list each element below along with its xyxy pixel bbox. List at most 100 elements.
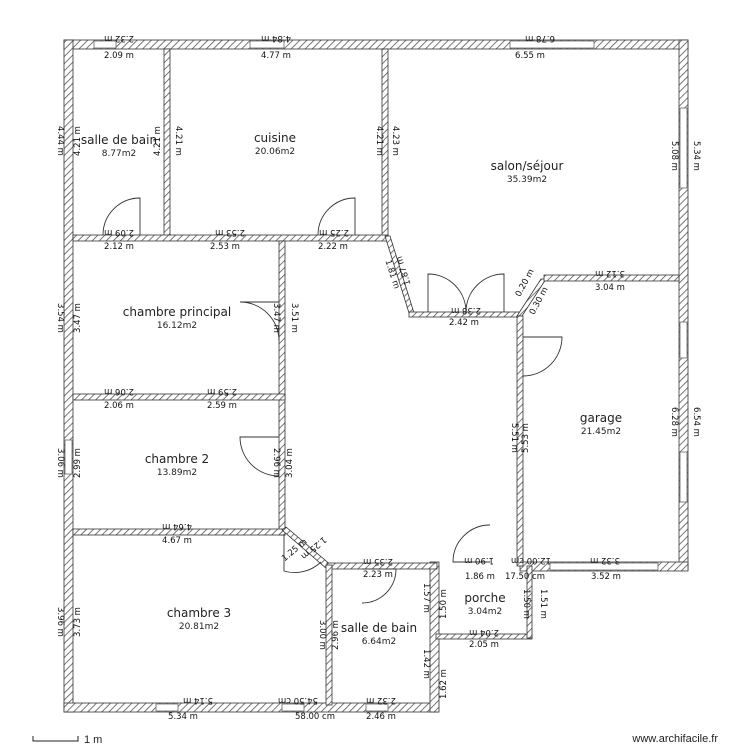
- window: [509, 40, 595, 49]
- dimension-label: 2.35 m: [363, 556, 393, 566]
- dimension-label: 2.38 m: [451, 305, 481, 315]
- dimension-label: 2.96 m: [331, 620, 341, 650]
- room-area: 20.06m2: [255, 147, 295, 157]
- dimension-label: 2.06 m: [104, 401, 134, 411]
- door-entrance: [452, 524, 491, 563]
- dimension-label: 6.28 m: [669, 407, 679, 437]
- dimension-label: 2.53 m: [215, 227, 245, 237]
- scale-label: 1 m: [84, 734, 102, 746]
- dimension-label: 3.54 m: [55, 303, 65, 333]
- window: [249, 40, 285, 49]
- wall-garage-top: [543, 274, 680, 282]
- dimension-label: 2.12 m: [104, 242, 134, 252]
- room-name: salle de bain: [341, 621, 417, 635]
- dimension-label: 2.25 m: [319, 227, 349, 237]
- room-area: 13.89m2: [157, 468, 197, 478]
- wall-top: [63, 39, 689, 50]
- room-area: 6.64m2: [362, 637, 397, 647]
- dimension-label: 2.09 m: [104, 227, 134, 237]
- door-kitchen: [317, 197, 356, 236]
- room-name: salle de bain: [81, 133, 157, 147]
- dimension-label: 4.44 m: [55, 126, 65, 156]
- window: [155, 703, 179, 712]
- doors: [102, 197, 563, 604]
- dimension-label: 5.34 m: [691, 141, 701, 171]
- window: [93, 40, 117, 49]
- room-labels: salle de bain 8.77m2 cuisine 20.06m2 sal…: [81, 131, 622, 647]
- dimension-label: 2.05 m: [469, 640, 499, 650]
- dimension-label: 4.64 m: [162, 521, 192, 531]
- dimension-label: 1.62 m: [439, 669, 449, 699]
- dimension-label: 1.42 m: [421, 649, 431, 679]
- room-area: 8.77m2: [102, 149, 137, 159]
- dimension-label: 2.06 m: [104, 386, 134, 396]
- dimension-label: 17.50 cm: [505, 572, 545, 582]
- dimension-label: 4.77 m: [261, 51, 291, 61]
- dimension-label: 4.21 m: [173, 126, 183, 156]
- window: [549, 562, 659, 571]
- wall-bath1-kitchen: [163, 48, 171, 240]
- dimension-labels: 2.32 m 4.84 m 6.78 m 2.09 m 4.77 m 6.55 …: [55, 33, 701, 722]
- window: [64, 439, 73, 475]
- dimension-label: 4.21 m: [153, 126, 163, 156]
- wall-bath2-left: [325, 564, 333, 706]
- dimension-label: 12.00 cm: [511, 555, 551, 565]
- room-name: chambre 2: [145, 452, 209, 466]
- dimension-label: 4.23 m: [390, 126, 400, 156]
- dimension-label: 2.22 m: [318, 242, 348, 252]
- room-name: chambre principal: [123, 305, 231, 319]
- dimension-label: 2.32 m: [366, 695, 396, 705]
- window: [281, 703, 305, 712]
- dimension-label: 3.73 m: [73, 607, 83, 637]
- room-area: 21.45m2: [581, 427, 621, 437]
- dimension-label: 3.47 m: [73, 303, 83, 333]
- dimension-label: 2.23 m: [363, 570, 393, 580]
- dimension-label: 3.96 m: [55, 607, 65, 637]
- dimension-label: 2.09 m: [104, 51, 134, 61]
- dimension-label: 2.59 m: [207, 401, 237, 411]
- dimension-label: 2.46 m: [366, 712, 396, 722]
- dimension-label: 2.96 m: [271, 448, 281, 478]
- door-bath1: [102, 197, 141, 236]
- room-area: 16.12m2: [157, 321, 197, 331]
- dimension-label: 2.32 m: [104, 33, 134, 43]
- dimension-label: 6.78 m: [525, 33, 555, 43]
- dimension-label: 2.99 m: [73, 448, 83, 478]
- wall-garage-left: [516, 315, 524, 567]
- window: [679, 107, 688, 189]
- door-master: [239, 301, 280, 342]
- dimension-label: 2.59 m: [207, 386, 237, 396]
- dimension-label: 1.57 m: [421, 583, 431, 613]
- dimension-label: 3.04 m: [285, 448, 295, 478]
- dimension-label: 3.47 m: [271, 303, 281, 333]
- dimension-label: 3.06 m: [55, 448, 65, 478]
- walls: [63, 39, 689, 713]
- dimension-label: 5.51 m: [509, 423, 519, 453]
- footer: 1 m www.archifacile.fr: [32, 733, 718, 746]
- dimension-label: 4.21 m: [374, 126, 384, 156]
- dimension-label: 58.00 cm: [295, 712, 335, 722]
- dimension-label: 3.32 m: [590, 555, 620, 565]
- room-name: garage: [580, 411, 622, 425]
- door-living-left: [427, 273, 467, 313]
- wall-bedrooms-right: [278, 240, 286, 536]
- dimension-label: 1.50 m: [439, 589, 449, 619]
- dimension-label: 4.21 m: [73, 126, 83, 156]
- dimension-label: 2.42 m: [449, 318, 479, 328]
- door-bed2: [239, 436, 280, 477]
- room-name: chambre 3: [167, 606, 231, 620]
- window: [679, 321, 688, 359]
- window: [365, 703, 389, 712]
- dimension-label: 3.00 m: [317, 620, 327, 650]
- room-name: porche: [464, 591, 505, 605]
- dimension-label: 5.14 m: [183, 695, 213, 705]
- watermark: www.archifacile.fr: [631, 733, 718, 745]
- dimension-label: 1.51 m: [538, 589, 548, 619]
- door-bed3: [283, 534, 322, 573]
- room-area: 3.04m2: [468, 607, 503, 617]
- window: [679, 451, 688, 503]
- dimension-label: 1.50 m: [521, 589, 531, 619]
- dimension-label: 6.55 m: [515, 51, 545, 61]
- dimension-label: 3.04 m: [595, 283, 625, 293]
